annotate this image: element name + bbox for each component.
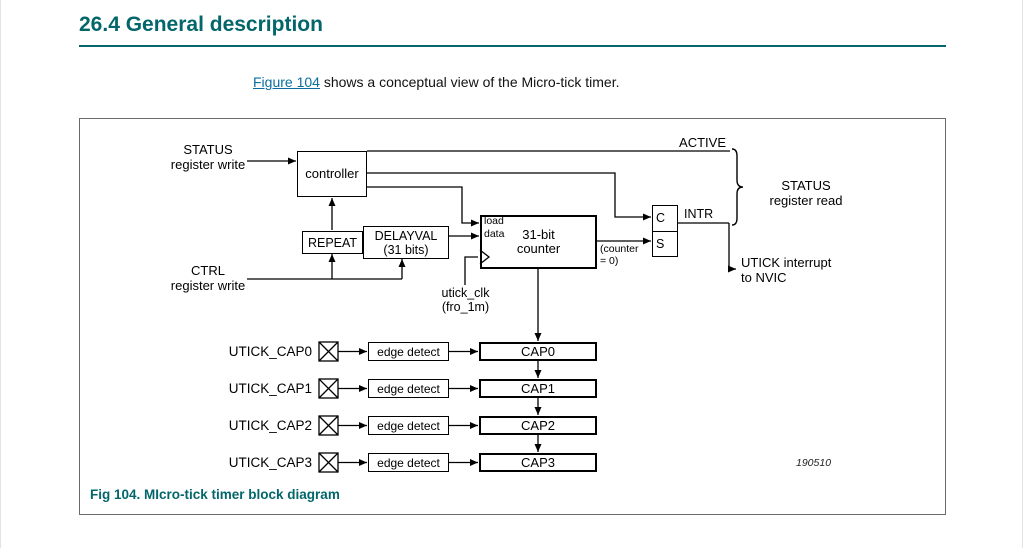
pad-icon xyxy=(318,415,339,436)
load-input-label: load xyxy=(484,215,504,227)
figure-link[interactable]: Figure 104 xyxy=(253,74,320,90)
clear-input-label: C xyxy=(653,206,677,232)
intro-text: shows a conceptual view of the Micro-tic… xyxy=(319,74,620,90)
pad-icon xyxy=(318,452,339,473)
clear-set-box: C S xyxy=(652,205,678,257)
utick-cap3-pad-label: UTICK_CAP3 xyxy=(228,455,312,470)
active-label: ACTIVE xyxy=(679,135,726,150)
ctrl-register-write-label: CTRL register write xyxy=(170,263,246,293)
intr-output-wire xyxy=(678,222,736,273)
repeat-box: REPEAT xyxy=(302,231,363,254)
counter-zero-label: (counter = 0) xyxy=(600,243,639,267)
edge-detect-box: edge detect xyxy=(368,416,449,435)
cap2-register-box: CAP2 xyxy=(479,416,597,435)
controller-box: controller xyxy=(297,151,367,197)
figure-caption: Fig 104. MIcro-tick timer block diagram xyxy=(90,487,340,502)
status-read-brace xyxy=(731,148,744,226)
cap1-register-box: CAP1 xyxy=(479,379,597,398)
utick-clk-label: utick_clk (fro_1m) xyxy=(441,286,490,314)
status-register-write-label: STATUS register write xyxy=(170,142,246,172)
utick-cap0-pad-label: UTICK_CAP0 xyxy=(228,344,312,359)
pad-icon xyxy=(318,341,339,362)
status-register-read-label: STATUS register read xyxy=(769,178,843,208)
pad-icon xyxy=(318,378,339,399)
heading-rule xyxy=(79,45,946,47)
utick-clk-wire xyxy=(464,256,478,285)
figure-id-number: 190510 xyxy=(796,457,832,469)
utick-cap1-pad-label: UTICK_CAP1 xyxy=(228,381,312,396)
utick-cap2-pad-label: UTICK_CAP2 xyxy=(228,418,312,433)
cap0-register-box: CAP0 xyxy=(479,342,597,361)
delayval-box: DELAYVAL (31 bits) xyxy=(363,226,449,259)
edge-detect-box: edge detect xyxy=(368,453,449,472)
cap3-register-box: CAP3 xyxy=(479,453,597,472)
figure-frame: STATUS register write controller REPEAT … xyxy=(79,118,946,515)
intr-label: INTR xyxy=(684,207,714,221)
utick-interrupt-label: UTICK interrupt to NVIC xyxy=(741,255,832,285)
section-heading: 26.4 General description xyxy=(79,13,323,36)
intro-paragraph: Figure 104 shows a conceptual view of th… xyxy=(253,74,620,90)
controller-to-clear-wire xyxy=(367,172,651,221)
capture-row-wires xyxy=(338,348,478,466)
controller-to-load-wire xyxy=(367,186,479,227)
edge-detect-box: edge detect xyxy=(368,342,449,361)
edge-detect-box: edge detect xyxy=(368,379,449,398)
data-input-label: data xyxy=(484,228,505,240)
set-input-label: S xyxy=(656,236,665,251)
